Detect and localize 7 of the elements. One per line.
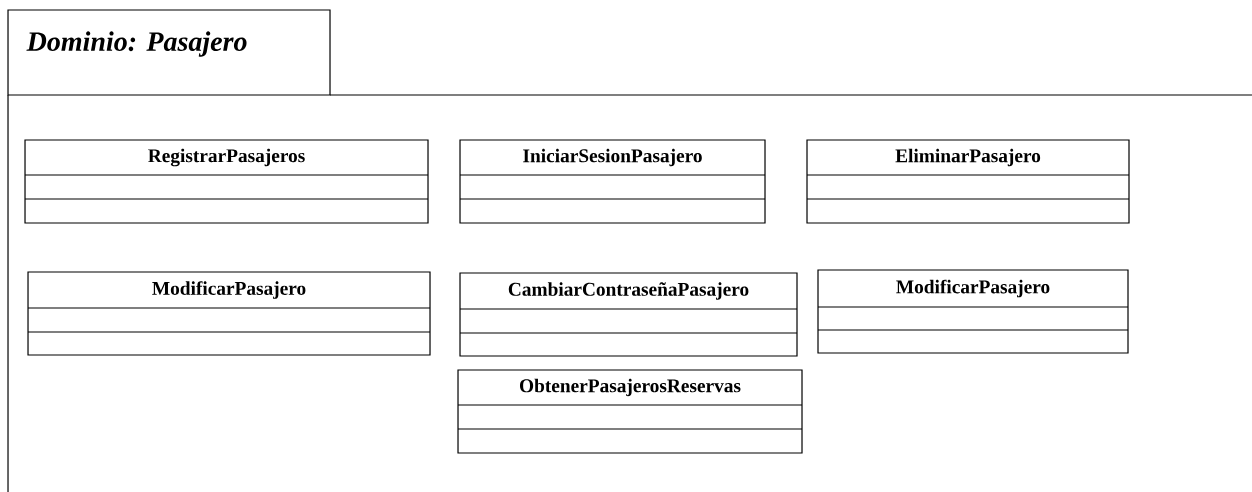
- class-box: ModificarPasajero: [27, 271, 431, 356]
- class-box: RegistrarPasajeros: [24, 139, 429, 224]
- class-box: ObtenerPasajerosReservas: [457, 369, 803, 454]
- class-box: IniciarSesionPasajero: [459, 139, 766, 224]
- class-box: ModificarPasajero: [817, 269, 1129, 354]
- class-box: EliminarPasajero: [806, 139, 1130, 224]
- class-box: CambiarContraseñaPasajero: [459, 272, 798, 357]
